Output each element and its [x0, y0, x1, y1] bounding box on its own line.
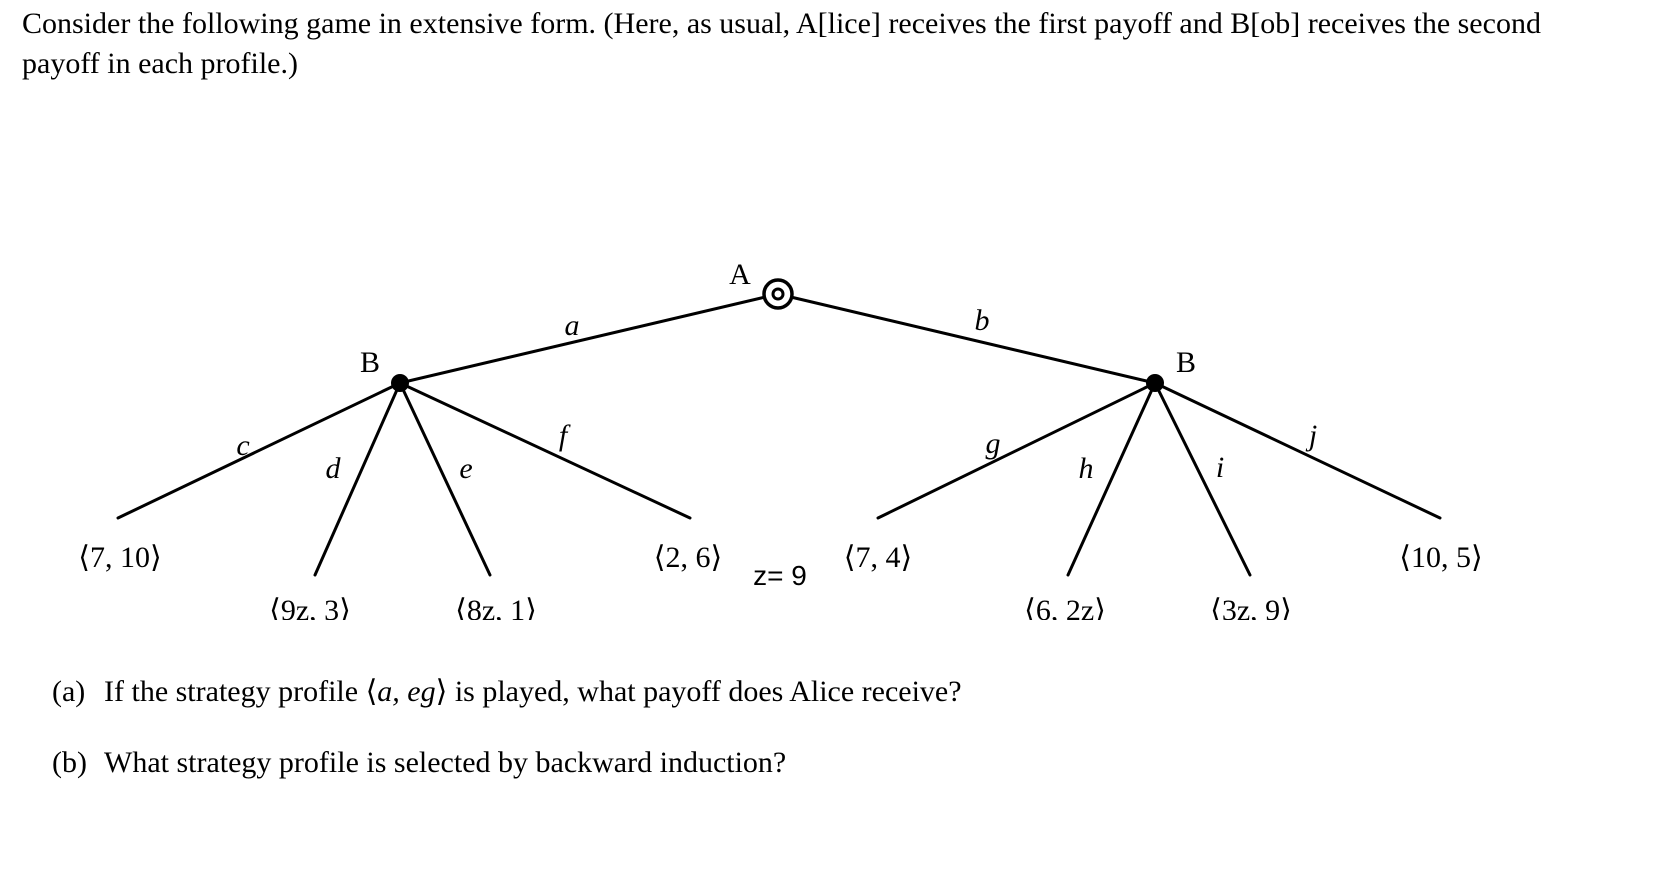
payoff-e: ⟨8z, 1⟩: [455, 594, 537, 620]
edge-j-line: [1153, 381, 1442, 520]
edge-c-line: [116, 381, 402, 520]
game-tree-svg: A B B a b c d e f g h i j ⟨7, 10⟩ ⟨9z, 3…: [78, 258, 1482, 620]
edge-i-line: [1153, 381, 1252, 577]
edge-label-g: g: [986, 427, 1001, 460]
question-row-a: (a) If the strategy profile ⟨a, eg⟩ is p…: [52, 672, 1452, 711]
edge-h-line: [1066, 381, 1157, 577]
edge-a-line: [398, 292, 780, 385]
parameter-note: z= 9: [753, 560, 807, 591]
edge-g-line: [876, 381, 1157, 520]
payoff-j: ⟨10, 5⟩: [1399, 541, 1482, 574]
edge-label-d: d: [326, 452, 342, 485]
node-label-left-b: B: [360, 346, 380, 379]
edge-d-line: [313, 381, 402, 577]
intro-paragraph: Consider the following game in extensive…: [22, 7, 1541, 80]
edge-label-b: b: [975, 304, 990, 337]
node-root-a[interactable]: [762, 278, 794, 310]
edge-b-line: [776, 292, 1157, 385]
edge-label-c: c: [236, 429, 249, 462]
question-b-before: What strategy profile is selected by bac…: [104, 746, 787, 779]
question-text-b: What strategy profile is selected by bac…: [104, 743, 1452, 782]
node-left-b[interactable]: [391, 374, 409, 392]
node-right-b[interactable]: [1146, 374, 1164, 392]
edge-label-h: h: [1079, 452, 1094, 485]
payoff-f: ⟨2, 6⟩: [654, 541, 722, 574]
edge-label-j: j: [1305, 419, 1317, 452]
payoff-h: ⟨6, 2z⟩: [1024, 594, 1106, 620]
edge-label-i: i: [1216, 451, 1224, 484]
payoff-g: ⟨7, 4⟩: [844, 541, 912, 574]
parameter-note-wrap: z= 9: [0, 560, 1560, 592]
edge-e-line: [398, 381, 492, 577]
question-marker-b: (b): [52, 746, 87, 779]
question-text-a: If the strategy profile ⟨a, eg⟩ is playe…: [104, 672, 1452, 711]
node-label-root: A: [729, 258, 751, 291]
game-tree: A B B a b c d e f g h i j ⟨7, 10⟩ ⟨9z, 3…: [0, 120, 1560, 620]
question-row-b: (b) What strategy profile is selected by…: [52, 743, 1452, 782]
edge-f-line: [398, 381, 692, 520]
payoff-d: ⟨9z, 3⟩: [269, 594, 351, 620]
questions-list: (a) If the strategy profile ⟨a, eg⟩ is p…: [52, 672, 1452, 814]
edge-label-e: e: [459, 452, 472, 485]
payoff-i: ⟨3z, 9⟩: [1210, 594, 1292, 620]
edge-label-f: f: [559, 419, 571, 452]
node-label-right-b: B: [1176, 346, 1196, 379]
question-a-before: If the strategy profile ⟨: [104, 675, 378, 708]
edge-label-a: a: [565, 309, 580, 342]
question-marker-a: (a): [52, 675, 86, 708]
question-a-profile: a, eg: [377, 675, 436, 708]
payoff-c: ⟨7, 10⟩: [78, 541, 161, 574]
question-a-after: ⟩ is played, what payoff does Alice rece…: [435, 675, 962, 708]
